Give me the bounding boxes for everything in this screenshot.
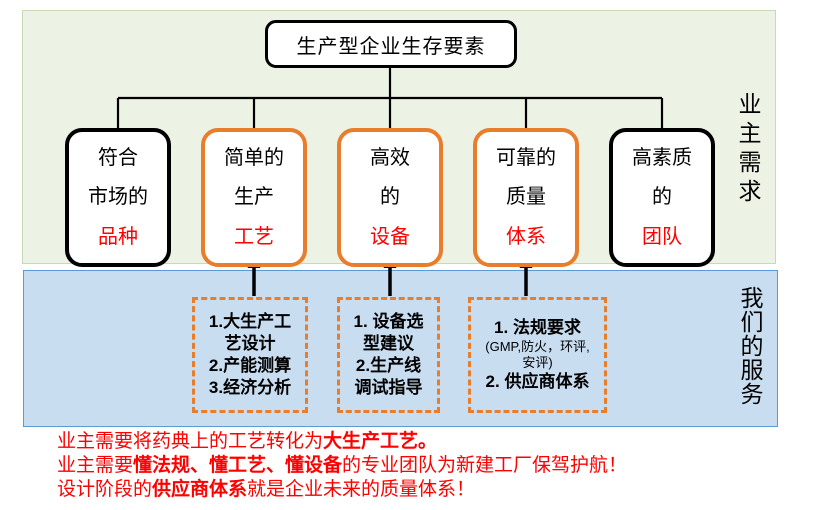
service-line: 2. 供应商体系 [485, 372, 590, 391]
factor-box-process: 简单的 生产 工艺 [201, 128, 307, 267]
service-note: 安评) [522, 355, 553, 370]
service-line: 艺设计 [224, 334, 276, 353]
factor-box-quality: 可靠的 质量 体系 [473, 128, 579, 267]
factor-line: 高效 [370, 146, 410, 169]
service-box-regulation-supplier: 1. 法规要求 (GMP,防火，环评, 安评) 2. 供应商体系 [468, 297, 607, 413]
service-line: 2.产能测算 [208, 356, 292, 375]
footnote-line: 业主需要懂法规、懂工艺、懂设备的专业团队为新建工厂保驾护航！ [57, 455, 628, 476]
root-box-label: 生产型企业生存要素 [296, 35, 486, 58]
factor-line: 质量 [506, 186, 546, 209]
factor-highlight: 工艺 [234, 226, 274, 249]
root-box: 生产型企业生存要素 [265, 20, 517, 68]
factor-line: 可靠的 [496, 146, 556, 169]
factor-line: 简单的 [224, 146, 284, 169]
factor-highlight: 品种 [98, 226, 138, 249]
factor-line: 的 [652, 186, 672, 209]
factor-line: 的 [380, 186, 400, 209]
our-services-region [23, 270, 778, 427]
service-line: 调试指导 [354, 378, 423, 397]
owner-needs-label: 业主需求 [735, 92, 761, 208]
factor-highlight: 团队 [642, 226, 682, 249]
footnote-line: 业主需要将药典上的工艺转化为大生产工艺。 [57, 431, 438, 452]
service-line: 3.经济分析 [208, 378, 292, 397]
factor-box-equipment: 高效 的 设备 [337, 128, 443, 267]
factor-highlight: 设备 [370, 226, 410, 249]
service-box-process-design: 1.大生产工 艺设计 2.产能测算 3.经济分析 [192, 297, 308, 413]
footnotes: 业主需要将药典上的工艺转化为大生产工艺。 业主需要懂法规、懂工艺、懂设备的专业团… [57, 430, 627, 502]
our-services-label: 我们的服务 [737, 286, 763, 406]
footnote-line: 设计阶段的供应商体系就是企业未来的质量体系！ [57, 479, 476, 500]
service-line: 2.生产线 [355, 356, 422, 375]
factor-line: 市场的 [88, 186, 148, 209]
service-line: 1. 设备选 [353, 312, 424, 331]
factor-line: 生产 [234, 186, 274, 209]
service-line: 1. 法规要求 [494, 318, 581, 337]
service-line: 1.大生产工 [208, 312, 292, 331]
service-box-equipment-selection: 1. 设备选 型建议 2.生产线 调试指导 [337, 297, 440, 413]
service-line: 型建议 [363, 334, 414, 353]
factor-line: 高素质 [632, 146, 692, 169]
factor-highlight: 体系 [506, 226, 546, 249]
factor-box-variety: 符合 市场的 品种 [65, 128, 171, 267]
factor-line: 符合 [98, 146, 138, 169]
service-note: (GMP,防火，环评, [485, 339, 590, 354]
factor-box-team: 高素质 的 团队 [609, 128, 715, 267]
